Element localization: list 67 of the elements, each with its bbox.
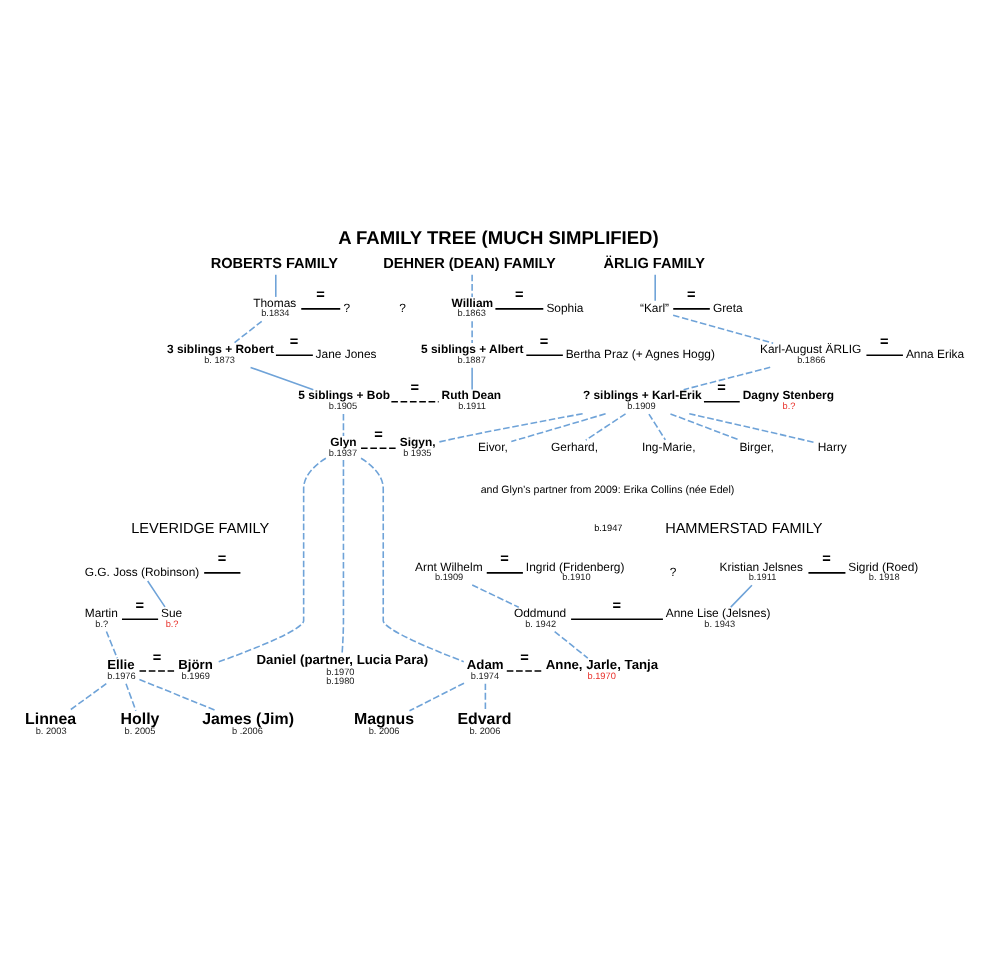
diagram-title: A FAMILY TREE (MUCH SIMPLIFIED) <box>338 228 659 249</box>
edge-label: = <box>514 285 524 304</box>
connector <box>471 273 473 298</box>
connector <box>360 447 398 449</box>
connector <box>682 366 771 391</box>
label: HAMMERSTAD FAMILY <box>665 518 823 537</box>
connector <box>68 682 108 712</box>
edge-label: = <box>217 549 227 568</box>
edge-label: = <box>289 331 299 350</box>
edge-label: = <box>717 378 726 397</box>
connector <box>105 630 118 659</box>
edge-label: = <box>687 285 696 304</box>
connector <box>570 618 664 621</box>
connector <box>233 320 263 344</box>
edge-label: = <box>520 647 529 666</box>
connector <box>408 682 465 712</box>
connector <box>525 354 564 357</box>
connector <box>390 400 440 403</box>
edge-label: = <box>410 378 419 397</box>
node-text: ROBERTS FAMILY <box>210 253 339 272</box>
connector <box>125 682 137 712</box>
connector <box>146 580 166 608</box>
label: LEVERIDGE FAMILY <box>131 518 270 537</box>
connector <box>807 572 847 574</box>
edge-label: = <box>135 595 145 614</box>
connector <box>484 682 487 712</box>
edge-label: = <box>880 331 889 350</box>
connector <box>585 413 627 441</box>
connector <box>510 412 607 443</box>
connector <box>275 354 314 357</box>
connector <box>669 413 741 441</box>
connector <box>342 413 345 437</box>
connector <box>249 366 315 391</box>
connector <box>506 670 544 672</box>
node-text: ÄRLIG FAMILY <box>603 253 705 272</box>
edge-label: = <box>612 595 621 614</box>
connector <box>648 413 667 441</box>
edge-label: = <box>822 549 831 568</box>
connector <box>672 314 774 344</box>
edge-label: = <box>539 331 549 350</box>
connector <box>203 572 242 574</box>
connector <box>703 400 741 403</box>
connector <box>494 308 545 310</box>
connector <box>437 412 584 443</box>
connector <box>300 308 342 310</box>
connector <box>360 457 465 663</box>
connector <box>121 618 159 621</box>
connector <box>471 320 473 344</box>
connector <box>865 354 904 357</box>
connector <box>485 572 524 574</box>
node-text: DEHNER (DEAN) FAMILY <box>383 253 556 272</box>
connector <box>654 273 656 302</box>
connector <box>138 678 218 712</box>
connector <box>138 670 177 672</box>
edge-label: = <box>500 549 509 568</box>
connector <box>471 366 473 391</box>
connector <box>672 308 711 310</box>
edge-label: = <box>374 424 383 443</box>
connector <box>553 630 589 659</box>
connector <box>729 584 753 608</box>
connector <box>216 457 327 664</box>
connector <box>341 459 345 655</box>
connector <box>471 584 520 609</box>
connector <box>275 273 277 298</box>
connector <box>688 412 816 444</box>
edge-label: = <box>152 647 162 666</box>
edge-label: = <box>316 285 325 304</box>
